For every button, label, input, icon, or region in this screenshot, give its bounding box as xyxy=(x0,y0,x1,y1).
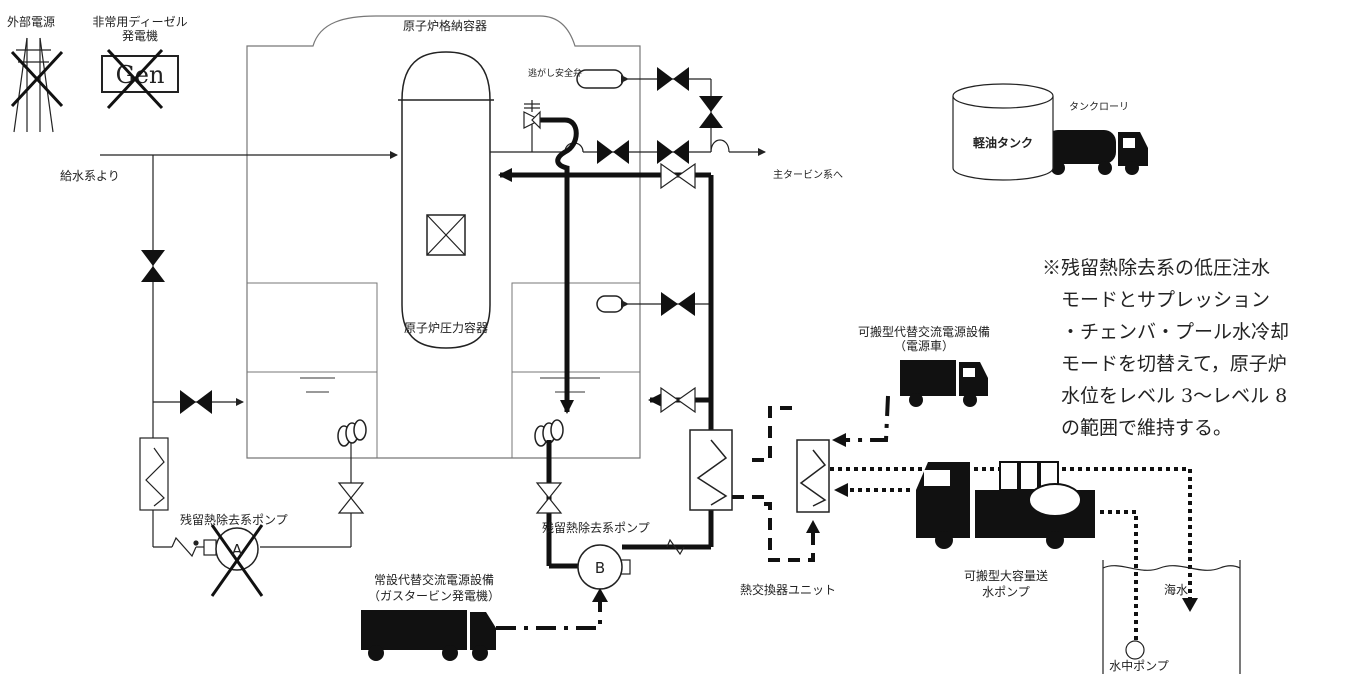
note-line: 水位をレベル 3～レベル 8 xyxy=(1042,385,1288,407)
diesel-generator-label-2: 発電機 xyxy=(122,28,158,43)
rhr-pump-left-label: 残留熱除去系ポンプ xyxy=(180,512,288,527)
arrow-icon xyxy=(1182,598,1198,612)
submersible-pump-label: 水中ポンプ xyxy=(1109,658,1169,673)
feedwater-label: 給水系より xyxy=(60,169,120,183)
rhr-pump-a-icon: A xyxy=(203,524,264,597)
cross-icon xyxy=(10,50,64,108)
valve-icon[interactable] xyxy=(660,162,696,190)
valve-icon[interactable] xyxy=(699,96,723,128)
spray-header xyxy=(576,69,624,89)
rpv-label: 原子炉圧力容器 xyxy=(404,320,488,335)
valve-icon[interactable] xyxy=(657,67,689,91)
portable-pump-label-2: 水ポンプ xyxy=(982,585,1030,599)
seawater-pit xyxy=(1102,560,1241,674)
note-line: の範囲で維持する。 xyxy=(1042,417,1233,439)
portable-pump-label-1: 可搬型大容量送 xyxy=(964,568,1048,583)
note-line: ※残留熱除去系の低圧注水 xyxy=(1042,257,1271,279)
diesel-generator-label-1: 非常用ディーゼル xyxy=(92,14,187,29)
spray-header xyxy=(596,295,624,313)
reactor-pressure-vessel xyxy=(398,51,494,349)
note-line: モードを切替えて，原子炉 xyxy=(1042,353,1287,375)
portable-pump-truck-icon xyxy=(916,461,1095,549)
diesel-generator-icon: Gen xyxy=(101,48,179,110)
containment-label: 原子炉格納容器 xyxy=(403,18,487,33)
strainer-icon xyxy=(337,419,367,447)
submersible-pump-icon xyxy=(1125,640,1145,660)
check-valve-icon xyxy=(171,536,685,558)
valve-icon[interactable] xyxy=(597,140,629,164)
valve-icon[interactable] xyxy=(535,482,563,514)
external-power-label: 外部電源 xyxy=(7,14,55,29)
oil-tank-label: 軽油タンク xyxy=(973,135,1033,150)
note-line: モードとサプレッション xyxy=(1042,289,1271,311)
arrow-icon xyxy=(834,483,848,497)
hx-unit-label: 熱交換器ユニット xyxy=(740,582,836,597)
valve-icon[interactable] xyxy=(657,140,689,164)
relief-valve-label: 逃がし安全弁 xyxy=(528,67,582,79)
thin-piping xyxy=(100,75,766,548)
valve-icon[interactable] xyxy=(141,250,165,282)
valve-icon[interactable] xyxy=(660,386,696,414)
heat-exchanger-icon xyxy=(689,429,733,511)
reactor-core xyxy=(426,214,466,256)
rhr-pump-b-icon: B xyxy=(577,544,631,590)
main-turbine-label: 主タービン系へ xyxy=(773,169,843,181)
valve-icon[interactable] xyxy=(337,482,365,514)
mobile-power-label-2: （電源車） xyxy=(894,339,954,353)
pump-a-label: A xyxy=(232,541,243,559)
tank-lorry-icon xyxy=(1046,130,1148,175)
mobile-power-label-1: 可搬型代替交流電源設備 xyxy=(858,324,990,339)
power-supply-truck-icon xyxy=(900,360,988,407)
note-line: ・チェンバ・プール水冷却 xyxy=(1042,321,1290,343)
rhr-pump-right-label: 残留熱除去系ポンプ xyxy=(542,520,650,535)
gas-turbine-label-2: （ガスタービン発電機） xyxy=(368,588,500,603)
heat-exchanger-icon xyxy=(139,437,169,511)
relief-valve-icon[interactable] xyxy=(523,100,542,130)
containment-vessel xyxy=(246,15,641,459)
operation-note: ※残留熱除去系の低圧注水 モードとサプレッション ・チェンバ・プール水冷却 モー… xyxy=(1042,252,1342,444)
tank-lorry-label: タンクローリ xyxy=(1069,101,1129,113)
pylon-icon xyxy=(13,37,54,133)
gas-turbine-label-1: 常設代替交流電源設備 xyxy=(374,572,494,587)
gas-turbine-truck-icon xyxy=(361,610,496,661)
valve-icon[interactable] xyxy=(661,292,695,316)
pump-b-label: B xyxy=(595,559,605,577)
power-lines xyxy=(496,395,890,630)
thick-piping xyxy=(498,117,714,569)
seawater-label: 海水 xyxy=(1164,582,1188,597)
valve-icon[interactable] xyxy=(180,390,212,414)
heat-exchanger-unit-icon xyxy=(796,439,830,513)
oil-tank-icon xyxy=(952,83,1054,181)
